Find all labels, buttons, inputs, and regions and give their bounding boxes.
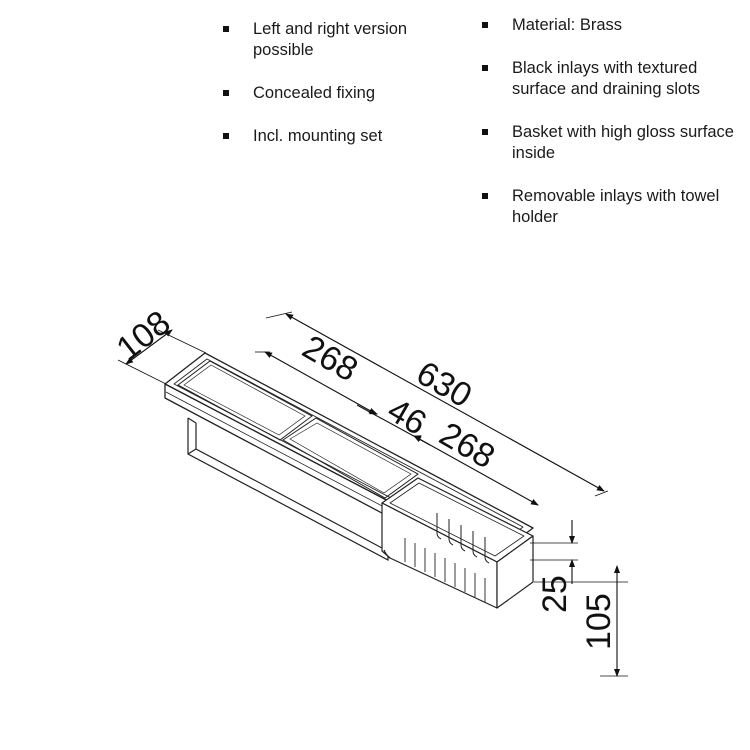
dim-gap-label: 46: [381, 391, 433, 443]
bullet-icon: [223, 90, 229, 96]
bullet-icon: [482, 129, 488, 135]
feature-text: Removable inlays with towel holder: [512, 187, 720, 226]
feature-text: Incl. mounting set: [253, 127, 383, 145]
feature-item: Concealed fixing: [223, 83, 443, 104]
feature-list-right: Material: Brass Black inlays with textur…: [482, 15, 742, 228]
dim-total-height-label: 105: [580, 593, 618, 650]
bullet-icon: [482, 65, 488, 71]
dim-basket-height-label: 25: [536, 575, 574, 613]
feature-text: Black inlays with textured surface and d…: [512, 59, 701, 98]
feature-item: Left and right version possible: [223, 19, 443, 61]
basket: [381, 477, 534, 609]
bullet-icon: [482, 22, 488, 28]
feature-text: Basket with high gloss surface inside: [512, 123, 734, 162]
feature-item: Basket with high gloss surface inside: [482, 122, 742, 164]
feature-list-left: Left and right version possible Conceale…: [223, 19, 443, 147]
bullet-icon: [482, 193, 488, 199]
dim-depth-label: 108: [110, 303, 178, 368]
dim-inlay-right-label: 268: [433, 415, 501, 476]
bullet-icon: [223, 133, 229, 139]
feature-text: Left and right version possible: [253, 20, 408, 59]
feature-item: Incl. mounting set: [223, 126, 443, 147]
feature-item: Removable inlays with towel holder: [482, 186, 742, 228]
dimension-lines: [117, 311, 628, 677]
dim-inlay-left-label: 268: [296, 328, 364, 389]
bullet-icon: [223, 26, 229, 32]
feature-text: Concealed fixing: [253, 84, 375, 102]
feature-text: Material: Brass: [512, 16, 623, 34]
feature-item: Material: Brass: [482, 15, 742, 36]
feature-item: Black inlays with textured surface and d…: [482, 58, 742, 100]
